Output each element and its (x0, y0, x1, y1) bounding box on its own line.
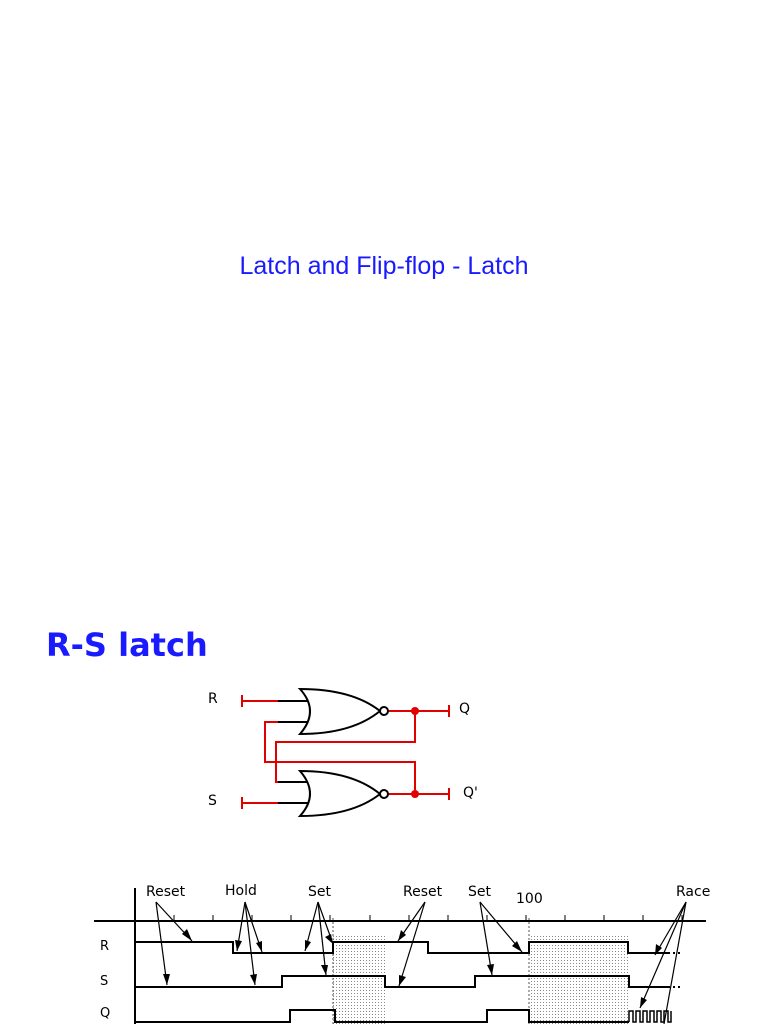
time-marker-100: 100 (516, 891, 543, 907)
signal-label-r: R (100, 939, 109, 954)
input-label-s: S (208, 793, 217, 809)
input-label-r: R (208, 691, 218, 707)
waveform-s (135, 975, 668, 988)
section-heading: R-S latch (46, 626, 208, 664)
shaded-region-2 (529, 935, 629, 1024)
annotation-set-1: Set (308, 884, 332, 900)
signal-label-s: S (100, 974, 108, 989)
junction-q (411, 707, 419, 715)
output-label-q: Q (459, 701, 470, 717)
annotation-arrowheads (163, 929, 662, 1008)
slide-title: Latch and Flip-flop - Latch (239, 252, 529, 280)
waveform-r (135, 941, 668, 954)
race-oscillation (628, 1010, 672, 1023)
shaded-region-1 (333, 935, 387, 1024)
annotation-set-2: Set (468, 884, 492, 900)
junction-q-bar (411, 790, 419, 798)
signal-label-q: Q (100, 1006, 110, 1021)
nor-gate-top (278, 687, 389, 736)
nor-gate-bottom (278, 769, 389, 818)
waveform-q (135, 1009, 629, 1023)
annotation-hold: Hold (225, 883, 257, 899)
annotation-reset-2: Reset (403, 884, 443, 900)
annotation-reset-1: Reset (146, 884, 186, 900)
time-axis (94, 888, 706, 1024)
annotation-race: Race (676, 884, 710, 900)
circuit-wires (241, 695, 450, 809)
output-label-q-bar: Q' (463, 785, 478, 801)
